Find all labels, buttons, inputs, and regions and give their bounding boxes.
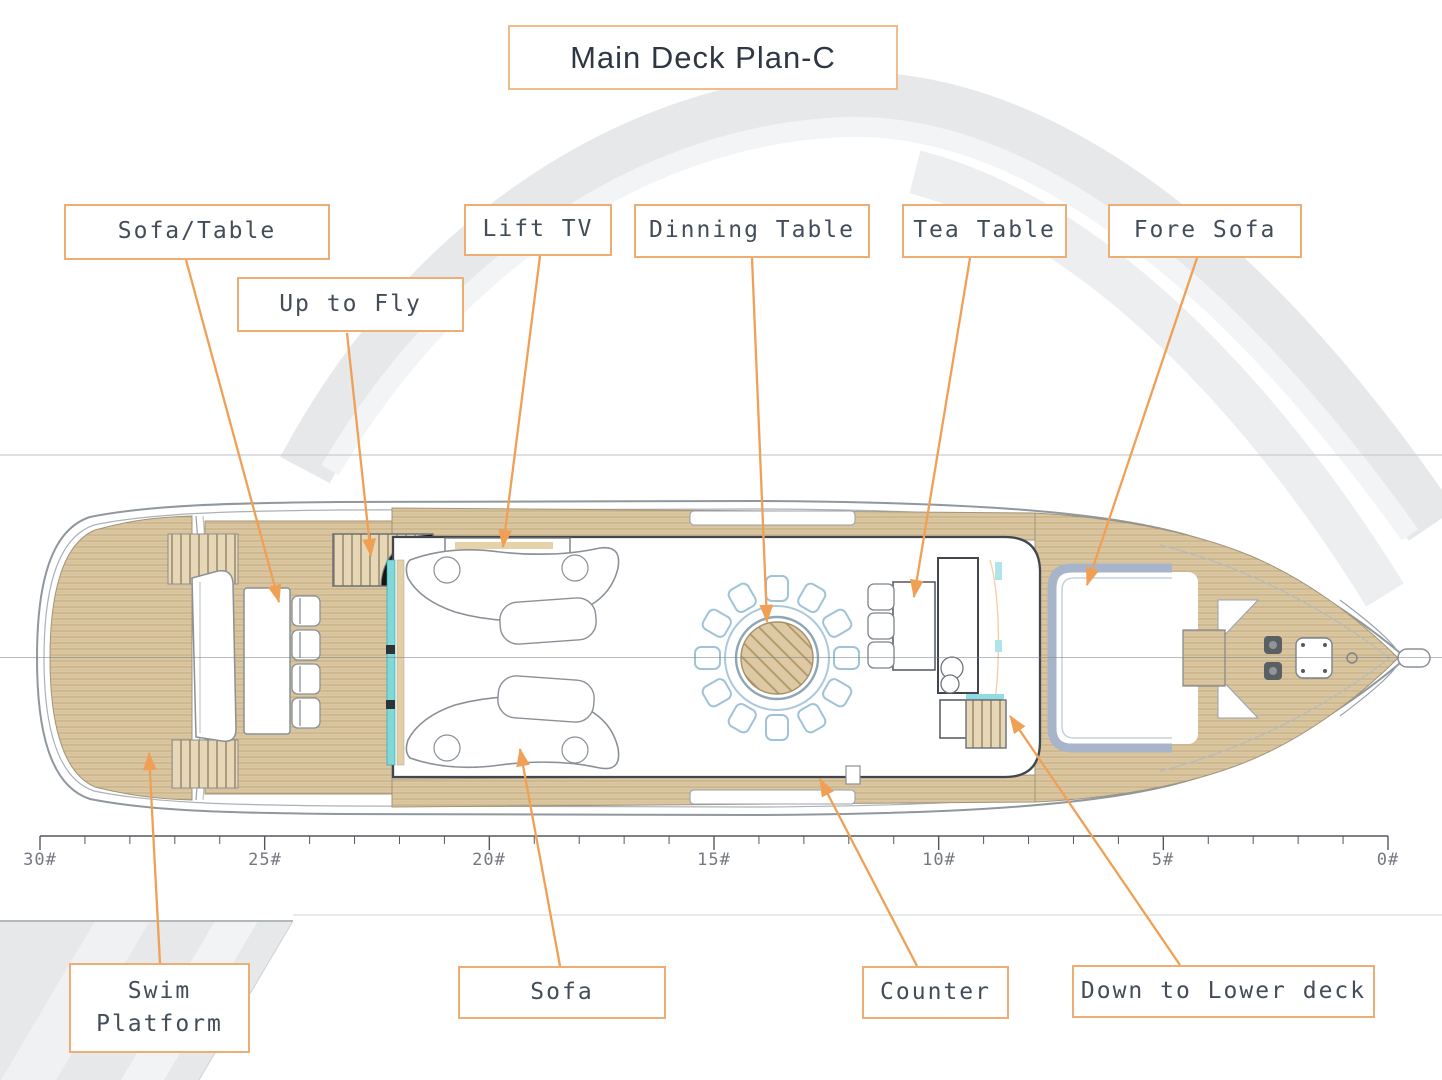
- ottoman: [499, 597, 597, 645]
- stairs-landing: [966, 694, 1004, 699]
- callout-sofa: Sofa: [458, 966, 666, 1019]
- transom-bench: [191, 570, 237, 742]
- stern-steps-starboard: [171, 739, 239, 789]
- arrow-sofa: [516, 747, 562, 967]
- arrow-lift-tv: [498, 255, 542, 549]
- ruler-label-25: 25#: [248, 850, 282, 870]
- ruler-label-5: 5#: [1151, 850, 1175, 870]
- aft-chairs: [291, 595, 321, 729]
- callout-up-to-fly: Up to Fly: [237, 277, 464, 332]
- ruler-label-0: 0#: [1376, 850, 1400, 870]
- tea-stools: [867, 583, 895, 669]
- arrow-swim-platform: [143, 751, 162, 964]
- aft-glass-door: [386, 559, 396, 766]
- callout-fore-sofa: Fore Sofa: [1108, 204, 1302, 258]
- dining-table-set: [694, 575, 860, 741]
- callout-lift-tv: Lift TV: [464, 204, 612, 256]
- door-handle: [386, 645, 395, 654]
- aft-deck-furniture: [167, 515, 321, 801]
- aft-table: [243, 587, 291, 735]
- arrow-sofa-table: [184, 259, 282, 604]
- arrow-up-to-fly: [345, 332, 377, 558]
- plan-title: Main Deck Plan-C: [508, 25, 898, 90]
- ruler: [39, 835, 1389, 850]
- arrow-dinning-table: [750, 257, 774, 624]
- callout-tea-table: Tea Table: [902, 204, 1067, 258]
- arrow-fore-sofa: [1085, 257, 1199, 587]
- door-handle: [386, 700, 395, 709]
- arrow-down-to-lower-deck: [1009, 715, 1181, 966]
- ruler-label-30: 30#: [23, 850, 57, 870]
- callout-down-to-lower-deck: Down to Lower deck: [1072, 965, 1375, 1018]
- callout-arrows: [143, 255, 1199, 967]
- ruler-label-20: 20#: [472, 850, 506, 870]
- construction-lines: [0, 454, 1442, 916]
- callout-counter: Counter: [862, 966, 1009, 1019]
- ruler-label-10: 10#: [922, 850, 956, 870]
- callout-sofa-table: Sofa/Table: [64, 204, 330, 260]
- arrow-counter: [818, 777, 919, 967]
- ruler-label-15: 15#: [697, 850, 731, 870]
- arrow-tea-table: [910, 257, 972, 599]
- stairs-down-to-lower-deck: [965, 699, 1007, 749]
- callout-dinning-table: Dinning Table: [634, 204, 870, 258]
- ottoman: [497, 675, 595, 723]
- ruler-ticks: [39, 836, 1389, 850]
- galley-area: [867, 557, 1007, 749]
- callout-swim-platform: Swim Platform: [69, 963, 250, 1053]
